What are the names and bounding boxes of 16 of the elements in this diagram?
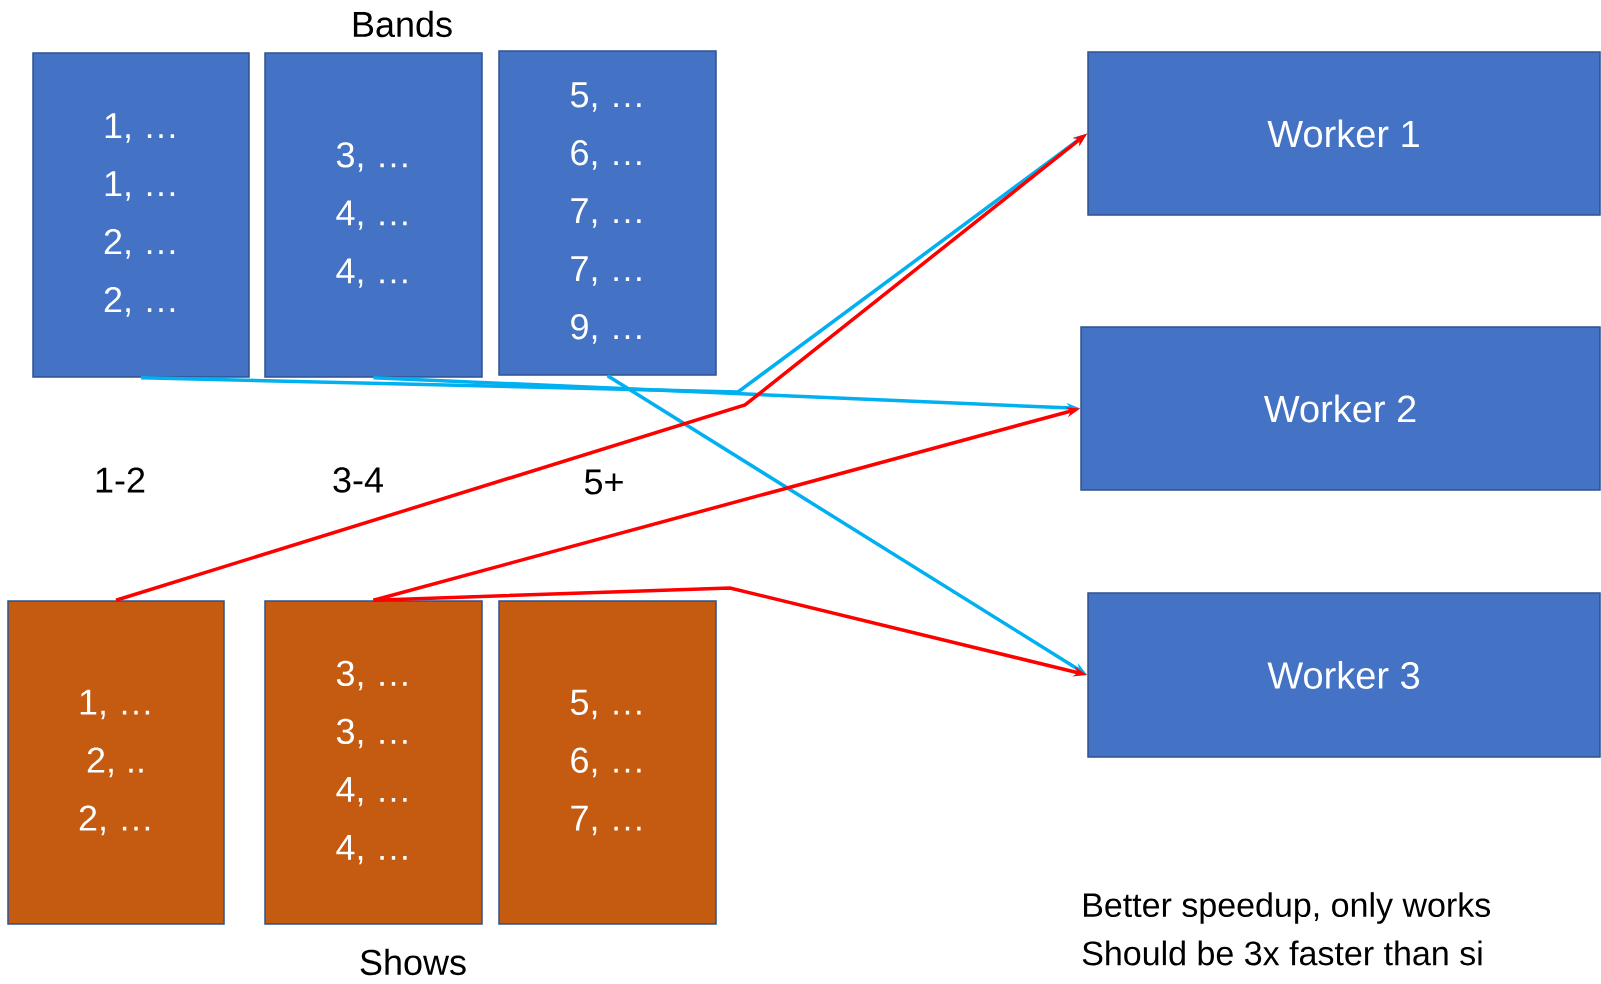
show-box: 3, … 3, … 4, … 4, … [264, 600, 483, 925]
worker-box: Worker 2 [1080, 326, 1601, 491]
group-label: 1-2 [96, 467, 145, 493]
show-box: 1, … 2, .. 2, … [7, 600, 225, 925]
group-label: 5+ [584, 469, 623, 495]
band-box: 5, … 6, … 7, … 7, … 9, … [498, 50, 717, 376]
band-box: 3, … 4, … 4, … [264, 52, 483, 378]
group-label: 3-4 [333, 467, 383, 493]
title: Bands [353, 10, 452, 38]
worker-box: Worker 3 [1087, 592, 1601, 758]
note-text: Better speedup, only works [1084, 892, 1490, 924]
worker-box: Worker 1 [1087, 51, 1601, 216]
note-text: Should be 3x faster than si [1082, 940, 1482, 966]
band-box: 1, … 1, … 2, … 2, … [32, 52, 250, 378]
group-label: Shows [360, 948, 466, 976]
show-box: 5, … 6, … 7, … [498, 600, 717, 925]
